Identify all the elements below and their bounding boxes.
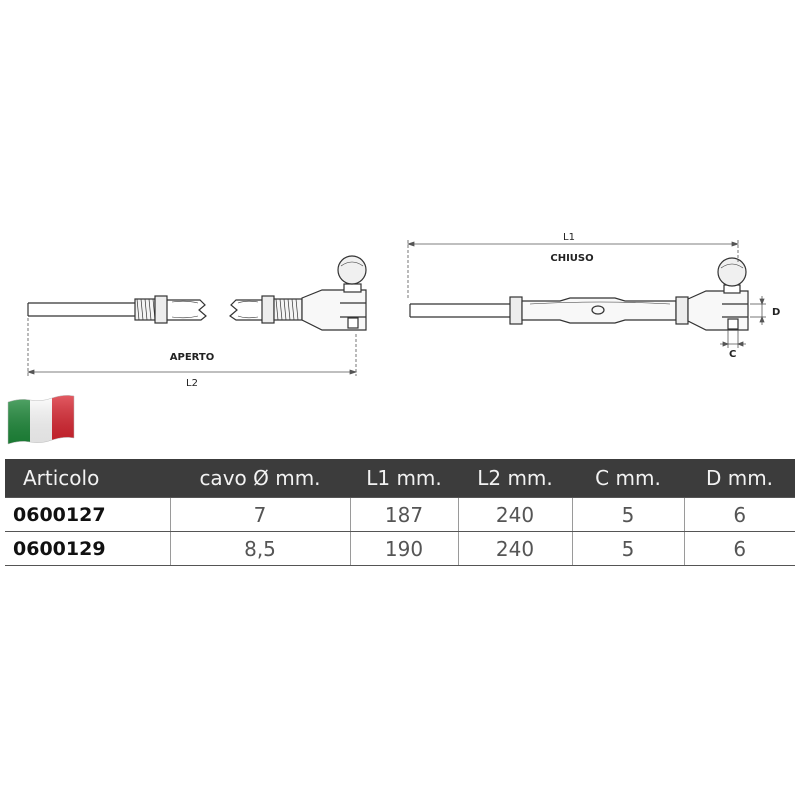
cell-l2: 240 bbox=[457, 497, 572, 532]
cell-l1: 190 bbox=[349, 531, 458, 566]
dimension-c-label: C bbox=[729, 349, 736, 360]
turnbuckle-technical-drawing: APERTO L2 bbox=[26, 232, 780, 389]
cell-l2: 240 bbox=[457, 531, 572, 566]
cell-d: 6 bbox=[683, 497, 795, 532]
spec-table: Articolo cavo Ø mm. L1 mm. L2 mm. C mm. … bbox=[5, 459, 795, 566]
open-length-label: L2 bbox=[186, 378, 198, 389]
table-row: 0600127 7 187 240 5 6 bbox=[5, 497, 795, 532]
cell-c: 5 bbox=[571, 531, 684, 566]
cell-cavo: 8,5 bbox=[169, 531, 350, 566]
table-header-row: Articolo cavo Ø mm. L1 mm. L2 mm. C mm. … bbox=[5, 459, 795, 498]
header-cavo: cavo Ø mm. bbox=[170, 459, 350, 498]
cell-c: 5 bbox=[571, 497, 684, 532]
closed-label: CHIUSO bbox=[550, 253, 593, 264]
header-articolo: Articolo bbox=[5, 459, 170, 498]
header-l1: L1 mm. bbox=[350, 459, 458, 498]
table-row: 0600129 8,5 190 240 5 6 bbox=[5, 531, 795, 566]
closed-length-label: L1 bbox=[563, 232, 575, 243]
closed-turnbuckle bbox=[409, 257, 749, 331]
cell-d: 6 bbox=[683, 531, 795, 566]
open-label: APERTO bbox=[170, 352, 214, 363]
dimension-d-label: D bbox=[772, 307, 780, 318]
cell-cavo: 7 bbox=[169, 497, 350, 532]
cell-articolo: 0600129 bbox=[5, 531, 170, 566]
italian-flag-icon bbox=[7, 395, 75, 445]
header-c: C mm. bbox=[572, 459, 684, 498]
open-dimension bbox=[26, 318, 358, 376]
header-l2: L2 mm. bbox=[458, 459, 572, 498]
header-d: D mm. bbox=[684, 459, 795, 498]
cell-articolo: 0600127 bbox=[5, 497, 170, 532]
closed-dimension bbox=[406, 240, 766, 348]
cell-l1: 187 bbox=[349, 497, 458, 532]
open-turnbuckle bbox=[27, 255, 367, 331]
